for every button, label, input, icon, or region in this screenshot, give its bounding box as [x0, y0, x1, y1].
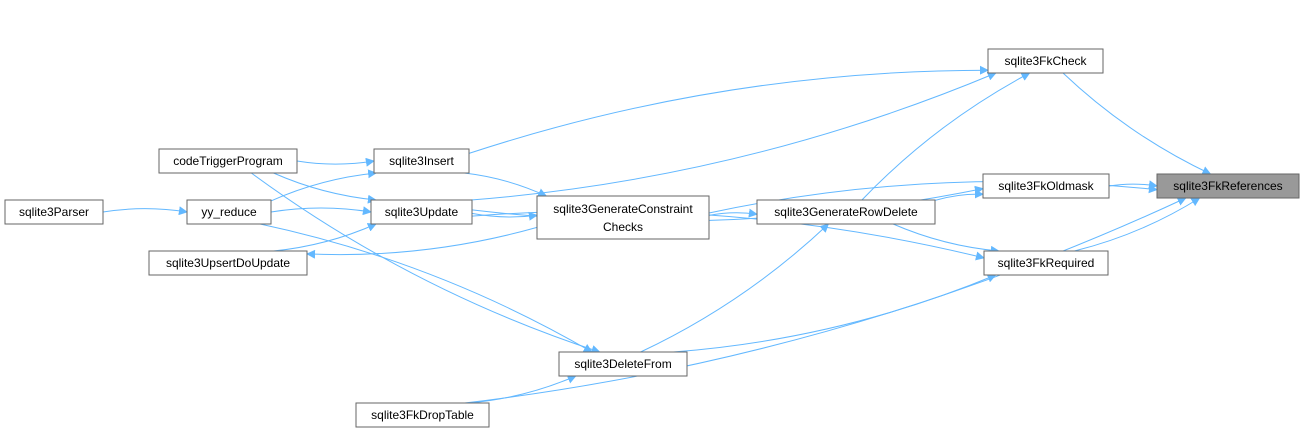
node-sqlite3Insert[interactable]: sqlite3Insert: [373, 148, 470, 174]
node-label: sqlite3FkDropTable: [371, 408, 474, 422]
node-sqlite3UpsertDoUpdate[interactable]: sqlite3UpsertDoUpdate: [148, 250, 308, 276]
edge-sqlite3FkCheck-to-sqlite3FkReferences: [1062, 72, 1212, 175]
edge-sqlite3Update-to-sqlite3GenerateConstraintChecks: [471, 211, 538, 221]
node-codeTriggerProgram[interactable]: codeTriggerProgram: [158, 148, 298, 174]
edge-sqlite3Update-to-sqlite3FkCheck: [471, 71, 997, 201]
edge-sqlite3GenerateConstraintChecks-to-sqlite3GenerateRowDelete: [708, 208, 758, 218]
node-label-line-2: Checks: [603, 220, 643, 234]
edge-sqlite3FkRequired-to-sqlite3FkReferences: [1074, 197, 1201, 252]
node-sqlite3FkReferences[interactable]: sqlite3FkReferences: [1156, 173, 1300, 199]
node-label: yy_reduce: [201, 205, 257, 219]
edge-sqlite3FkDropTable-to-sqlite3DeleteFrom: [469, 375, 577, 404]
edge-sqlite3Insert-to-sqlite3GenerateConstraintChecks: [464, 172, 548, 197]
node-sqlite3GenerateConstraintChecks[interactable]: sqlite3GenerateConstraint Checks: [536, 195, 710, 240]
node-label: sqlite3Update: [385, 205, 459, 219]
node-yy_reduce[interactable]: yy_reduce: [186, 199, 272, 225]
node-label: sqlite3GenerateRowDelete: [774, 205, 918, 219]
edge-sqlite3FkDropTable-to-sqlite3FkReferences: [464, 197, 1187, 404]
edge-codeTriggerProgram-to-sqlite3Insert: [296, 157, 375, 167]
node-label: sqlite3Parser: [19, 205, 89, 219]
edge-yy_reduce-to-sqlite3Update: [270, 206, 372, 216]
node-label: sqlite3FkReferences: [1173, 179, 1282, 193]
node-label: sqlite3UpsertDoUpdate: [166, 256, 290, 270]
node-label: sqlite3Insert: [389, 154, 454, 168]
node-sqlite3FkRequired[interactable]: sqlite3FkRequired: [983, 250, 1109, 276]
node-sqlite3FkCheck[interactable]: sqlite3FkCheck: [987, 48, 1104, 74]
node-label: codeTriggerProgram: [173, 154, 283, 168]
node-label: sqlite3DeleteFrom: [574, 357, 671, 371]
node-sqlite3DeleteFrom[interactable]: sqlite3DeleteFrom: [558, 351, 688, 377]
edge-codeTriggerProgram-to-sqlite3Update: [273, 172, 377, 204]
edge-sqlite3GenerateRowDelete-to-sqlite3FkCheck: [861, 72, 1031, 201]
edge-sqlite3Insert-to-sqlite3FkCheck: [468, 65, 989, 154]
node-sqlite3Parser[interactable]: sqlite3Parser: [4, 199, 104, 225]
edge-sqlite3DeleteFrom-to-sqlite3GenerateRowDelete: [640, 223, 830, 353]
edge-sqlite3GenerateRowDelete-to-sqlite3FkRequired: [892, 223, 1000, 255]
edge-sqlite3GenerateRowDelete-to-sqlite3FkOldmask: [934, 189, 984, 201]
edge-sqlite3Parser-to-yy_reduce: [102, 206, 188, 216]
node-label: sqlite3FkCheck: [1004, 54, 1087, 68]
node-sqlite3FkOldmask[interactable]: sqlite3FkOldmask: [982, 173, 1110, 199]
edge-yy_reduce-to-sqlite3Insert: [270, 169, 378, 202]
edge-sqlite3DeleteFrom-to-sqlite3FkRequired: [673, 273, 997, 353]
edge-sqlite3GenerateConstraintChecks-to-sqlite3UpsertDoUpdate: [306, 226, 538, 259]
node-sqlite3FkDropTable[interactable]: sqlite3FkDropTable: [355, 402, 490, 428]
edge-yy_reduce-to-sqlite3DeleteFrom: [259, 223, 593, 353]
node-label: sqlite3FkRequired: [998, 256, 1095, 270]
edge-codeTriggerProgram-to-sqlite3DeleteFrom: [251, 172, 601, 354]
node-label: sqlite3FkOldmask: [998, 179, 1094, 193]
node-label-line-1: sqlite3GenerateConstraint: [553, 202, 693, 216]
node-sqlite3GenerateRowDelete[interactable]: sqlite3GenerateRowDelete: [756, 199, 936, 225]
node-sqlite3Update[interactable]: sqlite3Update: [370, 199, 473, 225]
edge-sqlite3UpsertDoUpdate-to-sqlite3Update: [273, 223, 377, 252]
